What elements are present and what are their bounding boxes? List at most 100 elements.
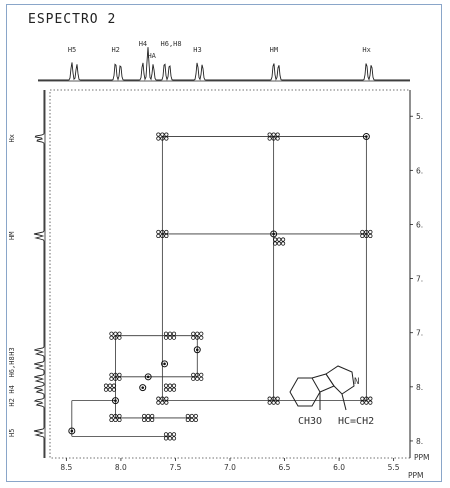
diagonal-peak-center bbox=[272, 232, 275, 236]
x-tick-label: 8.0 bbox=[115, 463, 127, 472]
cross-peak bbox=[146, 413, 151, 419]
cross-peak bbox=[171, 383, 177, 388]
cross-peak bbox=[275, 136, 280, 141]
cross-peak bbox=[368, 233, 373, 239]
x-tick-label: 6.5 bbox=[279, 463, 291, 472]
cross-peak bbox=[167, 335, 173, 340]
diagonal-peak bbox=[161, 360, 169, 368]
cross-peak bbox=[117, 372, 122, 377]
cross-peak bbox=[267, 400, 272, 405]
x-tick-label: 7.0 bbox=[224, 463, 236, 472]
top-peak-label: H6,H8 bbox=[161, 40, 182, 48]
y-tick-label: 8. bbox=[416, 383, 423, 392]
cross-peak bbox=[150, 413, 155, 419]
benzene-ring bbox=[289, 377, 321, 407]
diagonal-peak-center bbox=[70, 429, 74, 433]
cross-peak bbox=[146, 417, 151, 423]
x-tick-label: 7.5 bbox=[169, 463, 181, 472]
cross-peak bbox=[117, 331, 122, 336]
diagonal-peak-center bbox=[141, 386, 145, 389]
left-peak-label: HM bbox=[8, 232, 16, 240]
cross-peak bbox=[109, 376, 114, 381]
cross-peak bbox=[199, 335, 204, 340]
cross-peak bbox=[142, 417, 147, 423]
cross-peak bbox=[171, 436, 177, 441]
cross-peak bbox=[364, 400, 369, 405]
x-tick-label: 8.5 bbox=[60, 463, 72, 472]
top-spectrum-line bbox=[38, 47, 410, 82]
cross-peak bbox=[171, 331, 177, 336]
diagonal-peak bbox=[139, 384, 147, 392]
cross-peak bbox=[364, 229, 369, 235]
cross-peak bbox=[117, 376, 122, 381]
cross-peak bbox=[171, 432, 177, 437]
cross-peak bbox=[191, 376, 196, 381]
y-tick-label: 6. bbox=[416, 166, 423, 175]
vinyl-bond bbox=[341, 393, 347, 411]
cross-peak bbox=[109, 413, 114, 419]
cross-peak bbox=[103, 383, 109, 388]
cross-peak bbox=[280, 237, 286, 242]
cross-peak bbox=[272, 237, 278, 242]
cross-peak bbox=[103, 387, 109, 392]
spectrum-title: ESPECTRO 2 bbox=[28, 12, 117, 27]
nitrogen-label: N bbox=[354, 377, 359, 387]
figure-frame bbox=[6, 4, 442, 482]
cross-peak bbox=[113, 413, 118, 419]
cross-peak bbox=[111, 387, 117, 392]
cross-peak bbox=[160, 400, 165, 405]
cross-peak bbox=[368, 229, 373, 235]
cross-peak bbox=[142, 413, 147, 419]
cross-peak bbox=[160, 396, 165, 401]
cross-peak bbox=[113, 331, 118, 336]
cross-peak bbox=[360, 229, 365, 235]
cross-peak bbox=[109, 372, 114, 377]
left-peak-label: H4 bbox=[8, 385, 16, 393]
cross-peak bbox=[275, 400, 280, 405]
diagonal-peak-center bbox=[365, 135, 368, 138]
cross-peak bbox=[113, 372, 118, 377]
cross-peak bbox=[164, 400, 169, 405]
cross-peak bbox=[271, 136, 276, 141]
cross-peak bbox=[267, 396, 272, 401]
cross-peak bbox=[193, 417, 198, 423]
cross-peak bbox=[189, 413, 194, 419]
cross-peak bbox=[156, 132, 161, 137]
diagonal-peak bbox=[68, 427, 76, 435]
cross-peak bbox=[164, 233, 169, 239]
plot-area bbox=[49, 89, 411, 459]
cross-peak bbox=[107, 383, 113, 388]
cross-peak bbox=[195, 372, 200, 377]
top-peak-label: HM bbox=[270, 46, 278, 54]
cross-peak bbox=[199, 372, 204, 377]
cross-peak bbox=[160, 233, 165, 239]
methoxy-label: CH3O bbox=[298, 416, 322, 427]
molecule-structure: N CH3O HC=CH2 bbox=[289, 365, 374, 427]
cross-peak bbox=[185, 413, 190, 419]
top-peak-label: Hx bbox=[362, 46, 370, 54]
vinyl-label: HC=CH2 bbox=[338, 416, 374, 427]
diagonal-peak bbox=[193, 346, 201, 354]
cross-peak bbox=[167, 432, 173, 437]
x-axis-unit: PPM bbox=[408, 471, 424, 480]
cross-peak bbox=[360, 396, 365, 401]
cross-peak bbox=[160, 136, 165, 141]
cross-peak bbox=[156, 229, 161, 235]
cross-peak bbox=[160, 132, 165, 137]
cross-peak bbox=[191, 331, 196, 336]
y-axis-unit: PPM bbox=[414, 453, 430, 462]
cross-peak bbox=[109, 335, 114, 340]
diagonal-peak-center bbox=[146, 375, 150, 379]
cross-peak bbox=[164, 229, 169, 235]
cross-peak bbox=[156, 136, 161, 141]
cross-peak bbox=[171, 387, 177, 392]
cross-peak bbox=[271, 400, 276, 405]
diagonal-peak bbox=[144, 373, 152, 381]
cross-peak bbox=[193, 413, 198, 419]
cross-peak bbox=[163, 335, 169, 340]
y-tick-label: 6. bbox=[416, 220, 423, 229]
x-tick-label: 5.5 bbox=[388, 463, 400, 472]
cross-peak bbox=[163, 331, 169, 336]
cross-peak bbox=[167, 436, 173, 441]
